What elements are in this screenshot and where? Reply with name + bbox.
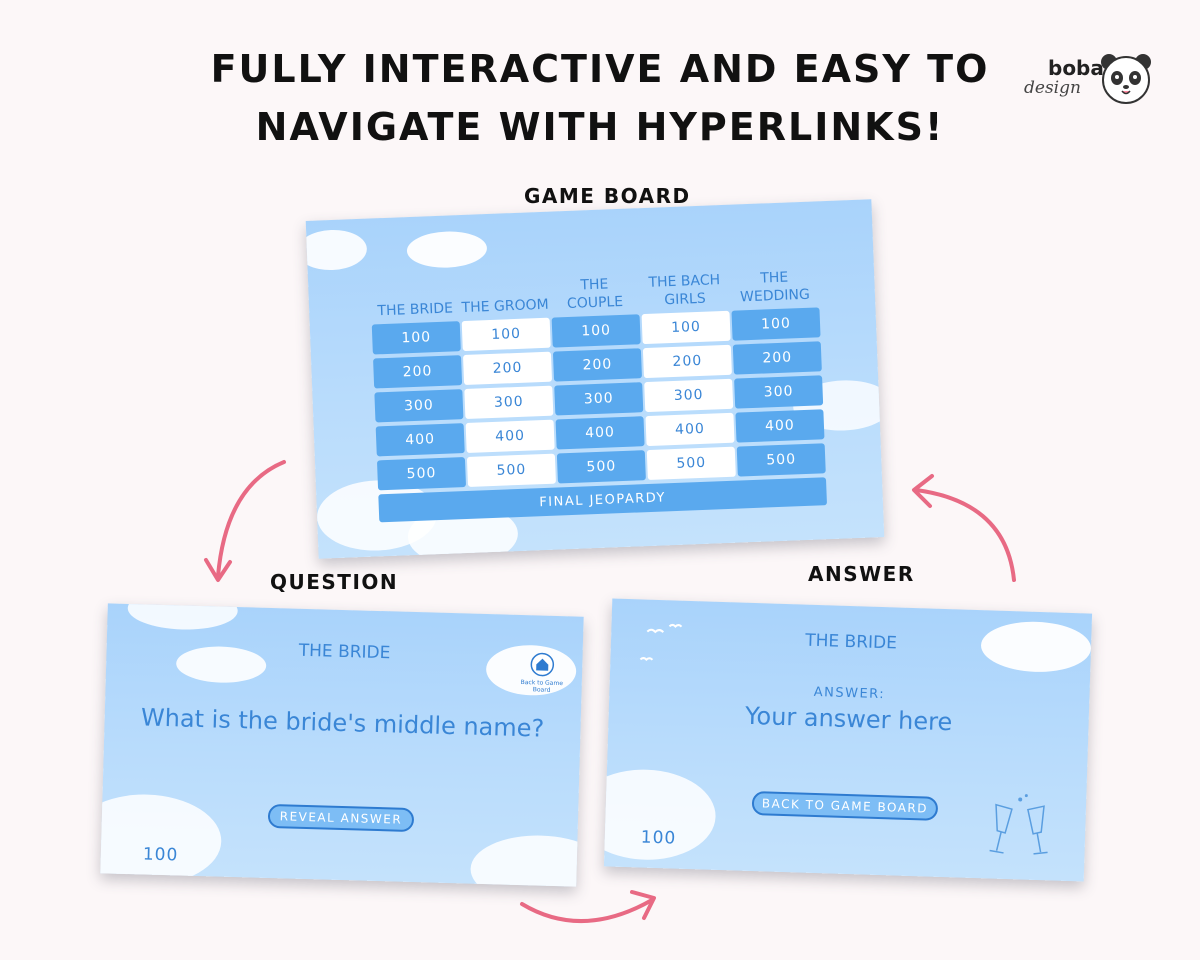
- answer-card: THE BRIDE ANSWER: Your answer here BACK …: [603, 598, 1093, 882]
- tile-bach-500[interactable]: 500: [646, 446, 736, 481]
- column-title: The Groom: [461, 296, 549, 317]
- tile-groom-100[interactable]: 100: [461, 317, 551, 352]
- logo-word-boba: boba: [1048, 56, 1104, 80]
- question-card: THE BRIDE What is the bride's middle nam…: [100, 603, 584, 887]
- column-title: The Couple: [566, 276, 624, 313]
- tile-couple-200[interactable]: 200: [552, 348, 643, 382]
- birds-icon: [639, 623, 683, 662]
- tile-groom-500[interactable]: 500: [466, 453, 556, 487]
- champagne-glasses-icon: [989, 794, 1048, 855]
- tile-wedding-500[interactable]: 500: [736, 443, 826, 477]
- tile-couple-400[interactable]: 400: [555, 416, 645, 450]
- column-title: The Wedding: [739, 269, 811, 306]
- arrow-board-to-question-icon: [204, 460, 286, 582]
- arrow-answer-to-board-icon: [912, 474, 1016, 582]
- headline-line2: navigate with hyperlinks!: [255, 105, 945, 149]
- tile-bride-100[interactable]: 100: [371, 321, 461, 355]
- column-title: The Bach Girls: [648, 272, 721, 309]
- tile-bride-400[interactable]: 400: [375, 423, 465, 457]
- tile-wedding-300[interactable]: 300: [734, 375, 824, 409]
- headline: Fully interactive and easy to navigate w…: [0, 40, 1200, 156]
- back-to-board-label: Back to Game Board: [520, 678, 564, 694]
- tile-bride-300[interactable]: 300: [374, 389, 464, 423]
- board-column-wedding: The Wedding 100 200 300 400 500: [729, 239, 826, 480]
- home-icon: [530, 652, 555, 677]
- board-column-bride: The Bride 100 200 300 400 500: [369, 253, 467, 494]
- arrow-question-to-answer-icon: [520, 890, 656, 923]
- tile-couple-500[interactable]: 500: [556, 450, 646, 484]
- board-column-bach-girls: The Bach Girls 100 200 300 400 500: [639, 243, 736, 484]
- board-column-groom: The Groom 100 200 300 400 500: [459, 250, 556, 491]
- tile-bach-300[interactable]: 300: [644, 378, 734, 413]
- column-title: The Bride: [377, 300, 454, 320]
- tile-groom-400[interactable]: 400: [465, 419, 555, 453]
- cloud-decoration: [127, 603, 239, 632]
- tile-groom-200[interactable]: 200: [462, 351, 553, 386]
- question-points: 100: [142, 844, 179, 866]
- reveal-answer-button[interactable]: REVEAL ANSWER: [267, 803, 415, 833]
- answer-points: 100: [640, 827, 677, 849]
- tile-bach-200[interactable]: 200: [642, 344, 732, 379]
- cloud-decoration: [469, 833, 584, 887]
- tile-wedding-200[interactable]: 200: [732, 341, 822, 375]
- tile-bach-400[interactable]: 400: [645, 412, 735, 447]
- tile-groom-300[interactable]: 300: [464, 385, 554, 420]
- board-column-couple: The Couple 100 200 300 400 500: [549, 246, 646, 487]
- label-game-board: Game Board: [524, 184, 691, 208]
- question-text: What is the bride's middle name?: [140, 703, 545, 743]
- tile-bride-500[interactable]: 500: [376, 457, 467, 491]
- tile-bride-200[interactable]: 200: [373, 355, 463, 389]
- back-to-board-link[interactable]: Back to Game Board: [512, 651, 573, 694]
- tile-bach-100[interactable]: 100: [641, 310, 731, 345]
- tile-couple-300[interactable]: 300: [554, 382, 644, 416]
- panda-icon: [1101, 54, 1151, 104]
- tile-wedding-400[interactable]: 400: [735, 409, 825, 443]
- logo-word-design: design: [1024, 78, 1081, 98]
- label-question: Question: [270, 570, 399, 594]
- back-to-game-board-button[interactable]: BACK TO GAME BOARD: [751, 791, 939, 821]
- brand-logo: boba design: [1022, 50, 1162, 110]
- game-board-card: The Bride 100 200 300 400 500 The Groom …: [305, 199, 885, 559]
- cloud-decoration: [305, 228, 368, 272]
- headline-line1: Fully interactive and easy to: [210, 47, 990, 91]
- cloud-decoration: [100, 792, 223, 887]
- tile-couple-100[interactable]: 100: [551, 314, 641, 348]
- tile-wedding-100[interactable]: 100: [731, 307, 821, 341]
- label-answer: Answer: [808, 562, 915, 586]
